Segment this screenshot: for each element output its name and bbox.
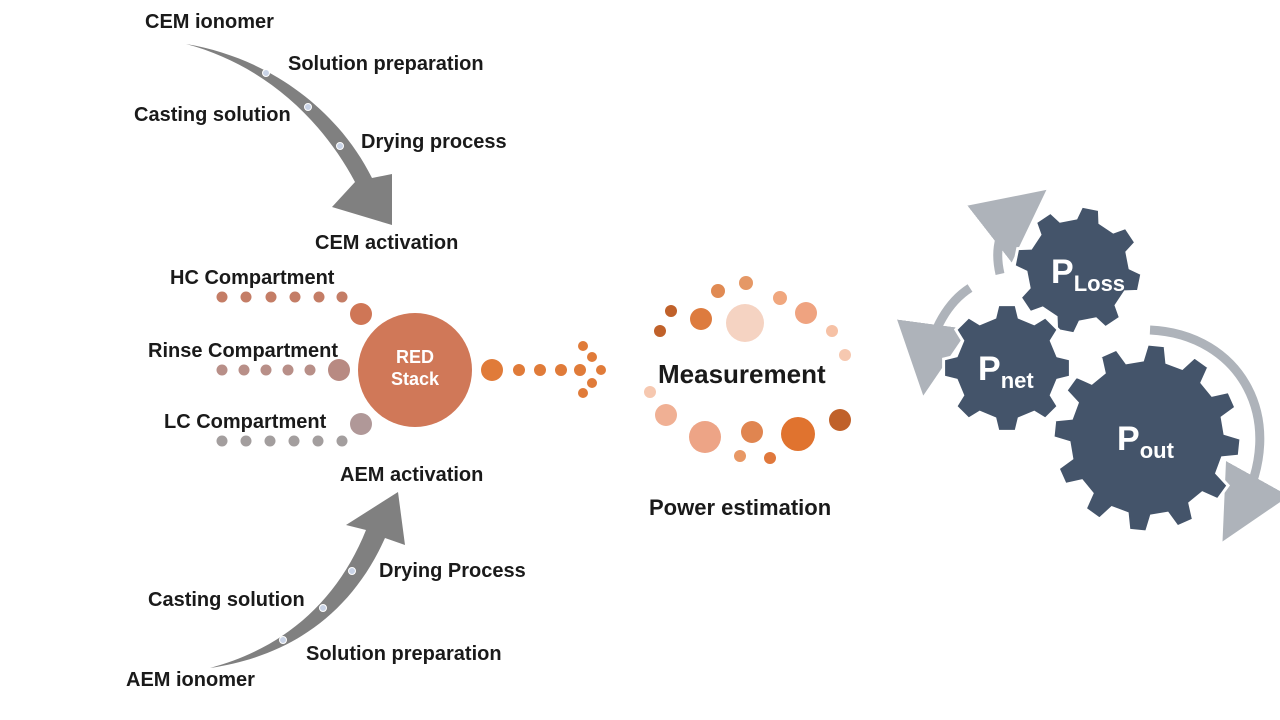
cem-casting-solution-label: Casting solution xyxy=(134,104,291,126)
red-stack-label-line2: Stack xyxy=(390,368,440,389)
cem-activation-label: CEM activation xyxy=(315,232,459,254)
cycle-arrow-left xyxy=(897,284,973,396)
power-estimation-label: Power estimation xyxy=(649,495,832,520)
measurement-dot-ring xyxy=(644,276,851,464)
measurement-label: Measurement xyxy=(658,359,826,389)
cycle-arrow-right xyxy=(1149,325,1280,542)
gear-label-p-net: Pnet xyxy=(978,350,1034,392)
cem-step-marker xyxy=(304,103,312,111)
power-gears xyxy=(942,204,1243,534)
gear-p-out xyxy=(1051,342,1243,534)
lc-compartment-label: LC Compartment xyxy=(164,411,327,433)
gear-label-p-loss-main: P xyxy=(1051,253,1074,291)
gear-label-p-loss: PLoss xyxy=(1051,253,1125,295)
stack-output-dotted-arrow xyxy=(481,341,606,398)
cem-ionomer-label: CEM ionomer xyxy=(145,11,274,33)
gear-label-p-out: Pout xyxy=(1117,420,1174,462)
red-stack-label-line1: RED xyxy=(395,347,434,367)
aem-step-marker xyxy=(279,636,287,644)
gear-label-p-out-sub: out xyxy=(1139,438,1174,463)
hc-compartment-label: HC Compartment xyxy=(170,267,335,289)
gear-label-p-out-main: P xyxy=(1117,420,1140,458)
aem-step-marker xyxy=(348,567,356,575)
rinse-compartment-label: Rinse Compartment xyxy=(148,340,339,362)
red-stack-label: RED Stack xyxy=(365,347,465,390)
cem-step-marker xyxy=(262,69,270,77)
red-stack-circle xyxy=(358,313,472,427)
gear-p-net xyxy=(942,303,1072,433)
cem-step-marker xyxy=(336,142,344,150)
aem-solution-preparation-label: Solution preparation xyxy=(306,643,502,665)
hc-compartment-dots xyxy=(216,291,372,325)
aem-casting-solution-label: Casting solution xyxy=(148,589,305,611)
rinse-compartment-dots xyxy=(216,359,350,381)
gear-label-p-loss-sub: Loss xyxy=(1073,271,1126,296)
cem-process-arrow xyxy=(186,44,392,225)
gear-label-p-net-sub: net xyxy=(1000,368,1034,393)
aem-process-arrow xyxy=(210,492,405,668)
cycle-arrow-top xyxy=(967,189,1047,276)
gear-p-loss xyxy=(1012,204,1144,336)
cem-drying-process-label: Drying process xyxy=(361,131,507,153)
cem-solution-preparation-label: Solution preparation xyxy=(288,53,484,75)
gear-label-p-net-main: P xyxy=(978,350,1001,388)
aem-activation-label: AEM activation xyxy=(340,464,484,486)
lc-compartment-dots xyxy=(216,413,372,447)
aem-drying-process-label: Drying Process xyxy=(379,560,526,582)
aem-step-marker xyxy=(319,604,327,612)
aem-ionomer-label: AEM ionomer xyxy=(126,669,255,691)
